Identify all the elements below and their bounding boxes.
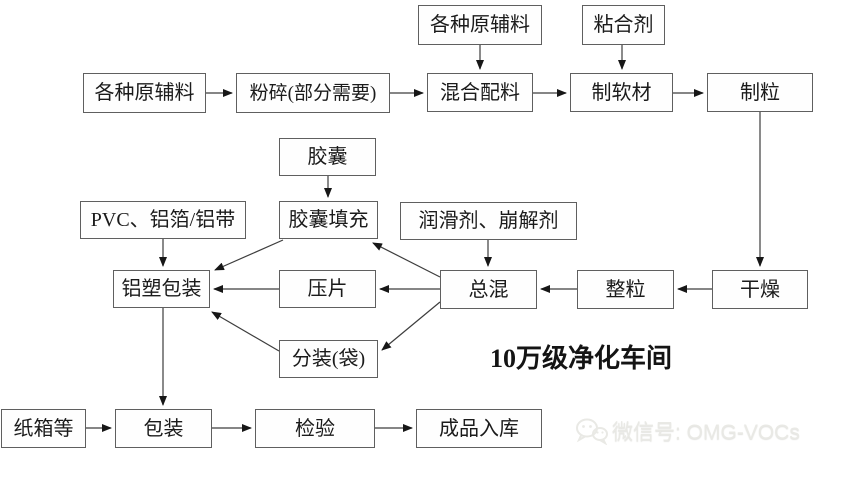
node-tablet-pressing: 压片 bbox=[279, 270, 376, 308]
wechat-icon bbox=[574, 417, 608, 445]
node-label: 纸箱等 bbox=[13, 417, 74, 440]
watermark-text: 微信号: OMG-VOCs bbox=[612, 421, 800, 444]
node-blister-packing: 铝塑包装 bbox=[113, 270, 210, 308]
node-cartons: 纸箱等 bbox=[1, 409, 86, 448]
node-label: 粘合剂 bbox=[593, 14, 654, 36]
node-label: 成品入库 bbox=[439, 417, 519, 440]
node-inspection: 检验 bbox=[255, 409, 375, 448]
node-label: 粉碎(部分需要) bbox=[249, 82, 377, 104]
node-granulation: 制粒 bbox=[707, 73, 813, 112]
arrow-totalmix-to-bagging bbox=[381, 301, 441, 351]
node-label: 压片 bbox=[307, 278, 348, 300]
node-capsule: 胶囊 bbox=[279, 138, 376, 176]
node-total-mixing: 总混 bbox=[440, 270, 537, 309]
node-raw-materials-top: 各种原辅料 bbox=[418, 5, 542, 45]
node-label: 制粒 bbox=[740, 81, 780, 104]
node-lubricant-disintegrant: 润滑剂、崩解剂 bbox=[400, 202, 577, 240]
node-label: 分装(袋) bbox=[291, 348, 366, 370]
node-capsule-filling: 胶囊填充 bbox=[279, 201, 378, 239]
node-granule-sizing: 整粒 bbox=[577, 270, 674, 309]
node-label: 包装 bbox=[143, 417, 184, 440]
node-label: 总混 bbox=[468, 278, 509, 301]
arrow-totalmix-to-filling bbox=[372, 242, 441, 278]
node-binder: 粘合剂 bbox=[582, 5, 665, 45]
node-soft-material: 制软材 bbox=[570, 73, 673, 112]
arrow-bagging-to-blister bbox=[211, 311, 280, 352]
node-label: 检验 bbox=[295, 417, 335, 440]
node-label: 混合配料 bbox=[440, 81, 520, 104]
watermark: 微信号: OMG-VOCs bbox=[574, 416, 800, 446]
node-packaging: 包装 bbox=[115, 409, 212, 448]
node-label: 整粒 bbox=[605, 278, 646, 301]
node-raw-materials-left: 各种原辅料 bbox=[83, 73, 206, 113]
node-bagging: 分装(袋) bbox=[279, 340, 378, 378]
cleanroom-zone-label: 10万级净化车间 bbox=[490, 344, 673, 373]
node-label: 制软材 bbox=[591, 81, 652, 104]
node-drying: 干燥 bbox=[712, 270, 808, 309]
node-label: PVC、铝箔/铝带 bbox=[90, 209, 236, 231]
node-mixing: 混合配料 bbox=[427, 73, 533, 112]
node-label: 各种原辅料 bbox=[94, 82, 195, 104]
node-label: 润滑剂、崩解剂 bbox=[418, 210, 559, 232]
node-label: 干燥 bbox=[740, 278, 780, 301]
node-label: 各种原辅料 bbox=[430, 14, 530, 36]
node-crushing: 粉碎(部分需要) bbox=[236, 73, 390, 113]
node-label: 胶囊 bbox=[307, 146, 348, 168]
node-label: 铝塑包装 bbox=[121, 278, 202, 300]
node-warehouse: 成品入库 bbox=[416, 409, 542, 448]
arrow-filling-to-blister bbox=[214, 239, 284, 271]
node-pvc-foil: PVC、铝箔/铝带 bbox=[80, 201, 246, 239]
node-label: 胶囊填充 bbox=[288, 209, 369, 231]
